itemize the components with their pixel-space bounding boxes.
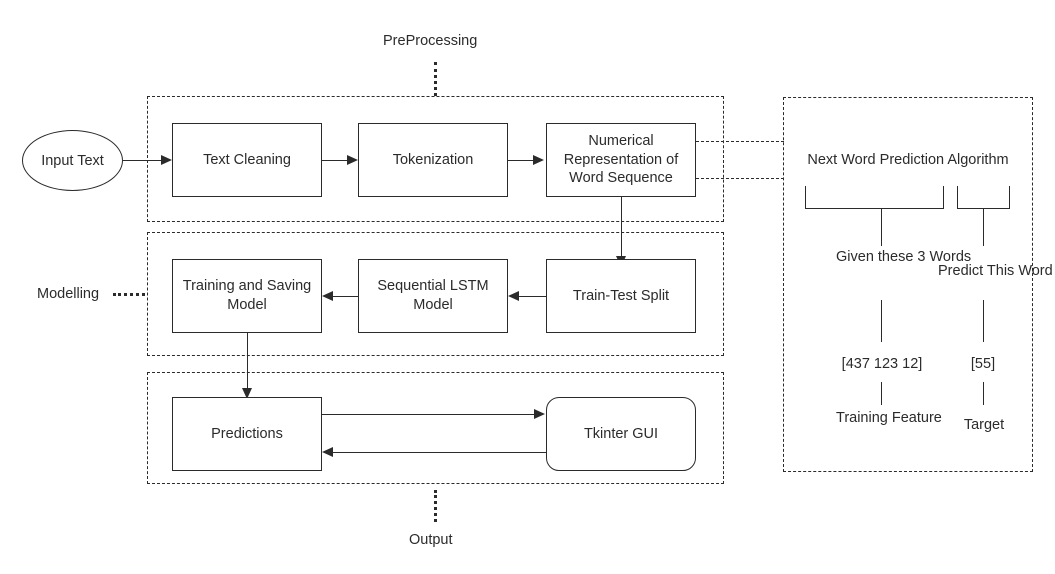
left-bracket-drop <box>881 208 882 246</box>
left-branch-to-value-line <box>881 300 882 342</box>
edge-gui-to-predictions <box>333 452 546 453</box>
edge-training-to-predictions <box>247 333 248 393</box>
node-tokenization-label: Tokenization <box>392 151 474 168</box>
node-text-cleaning[interactable]: Text Cleaning <box>172 123 322 197</box>
node-sequential-lstm-model-label: Sequential LSTM Model <box>377 278 489 313</box>
edge-training-to-predictions-arrowhead <box>241 388 252 399</box>
edge-lstm-to-training <box>333 296 358 297</box>
stage-label-modelling: Modelling <box>37 286 100 302</box>
dashed-link-numerical-to-algorithm-bottom <box>696 178 784 179</box>
left-branch-to-role-line <box>881 382 882 405</box>
node-input-text-label: Input Text <box>41 152 104 169</box>
edge-predictions-to-gui <box>322 414 535 415</box>
right-branch-to-role-line <box>983 382 984 405</box>
edge-lstm-to-training-arrowhead <box>322 290 333 301</box>
node-sequential-lstm-model[interactable]: Sequential LSTM Model <box>358 259 508 333</box>
node-predictions-label: Predictions <box>211 425 283 442</box>
right-branch-to-value-line <box>983 300 984 342</box>
left-bracket-bar <box>805 208 944 209</box>
left-branch-role: Training Feature <box>836 410 942 426</box>
edge-input-to-cleaning-arrowhead <box>161 155 172 165</box>
dashed-link-numerical-to-algorithm-top <box>696 141 784 142</box>
right-bracket-drop <box>983 208 984 246</box>
right-branch-role: Target <box>963 417 1005 433</box>
left-branch-description: Given these 3 Words <box>836 249 972 265</box>
node-tkinter-gui[interactable]: Tkinter GUI <box>546 397 696 471</box>
stage-label-output: Output <box>409 532 453 548</box>
right-bracket-stem-end <box>1009 186 1010 209</box>
modelling-leader-line <box>113 293 145 296</box>
algorithm-panel-title: Next Word Prediction Algorithm <box>807 152 1009 168</box>
edge-split-to-lstm-arrowhead <box>508 290 519 301</box>
edge-cleaning-to-tokenization-arrowhead <box>347 155 358 165</box>
node-tokenization[interactable]: Tokenization <box>358 123 508 197</box>
node-input-text[interactable]: Input Text <box>22 130 123 191</box>
node-text-cleaning-label: Text Cleaning <box>203 151 291 168</box>
right-branch-description: Predict This Word <box>938 263 1053 279</box>
right-branch-value: [55] <box>970 356 996 372</box>
edge-input-to-cleaning <box>123 160 163 161</box>
node-predictions[interactable]: Predictions <box>172 397 322 471</box>
edge-cleaning-to-tokenization <box>322 160 348 161</box>
edge-numerical-to-split <box>621 197 622 259</box>
node-numerical-representation-label: Numerical Representation of Word Sequenc… <box>563 133 679 187</box>
edge-predictions-to-gui-arrowhead <box>534 409 545 419</box>
node-train-test-split[interactable]: Train-Test Split <box>546 259 696 333</box>
edge-gui-to-predictions-arrowhead <box>322 446 333 457</box>
edge-split-to-lstm <box>519 296 546 297</box>
left-bracket-stem-start <box>805 186 806 209</box>
node-numerical-representation[interactable]: Numerical Representation of Word Sequenc… <box>546 123 696 197</box>
node-train-test-split-label: Train-Test Split <box>572 287 670 304</box>
left-branch-value: [437 123 12] <box>841 356 923 372</box>
preprocessing-leader-line <box>434 62 437 96</box>
right-bracket-stem-start <box>957 186 958 209</box>
stage-label-preprocessing: PreProcessing <box>383 33 478 49</box>
edge-tokenization-to-numerical <box>508 160 534 161</box>
node-training-and-saving-model[interactable]: Training and Saving Model <box>172 259 322 333</box>
edge-tokenization-to-numerical-arrowhead <box>533 155 544 165</box>
output-leader-line <box>434 490 437 522</box>
node-training-and-saving-model-label: Training and Saving Model <box>182 278 312 313</box>
left-bracket-stem-end <box>943 186 944 209</box>
node-tkinter-gui-label: Tkinter GUI <box>583 425 659 442</box>
